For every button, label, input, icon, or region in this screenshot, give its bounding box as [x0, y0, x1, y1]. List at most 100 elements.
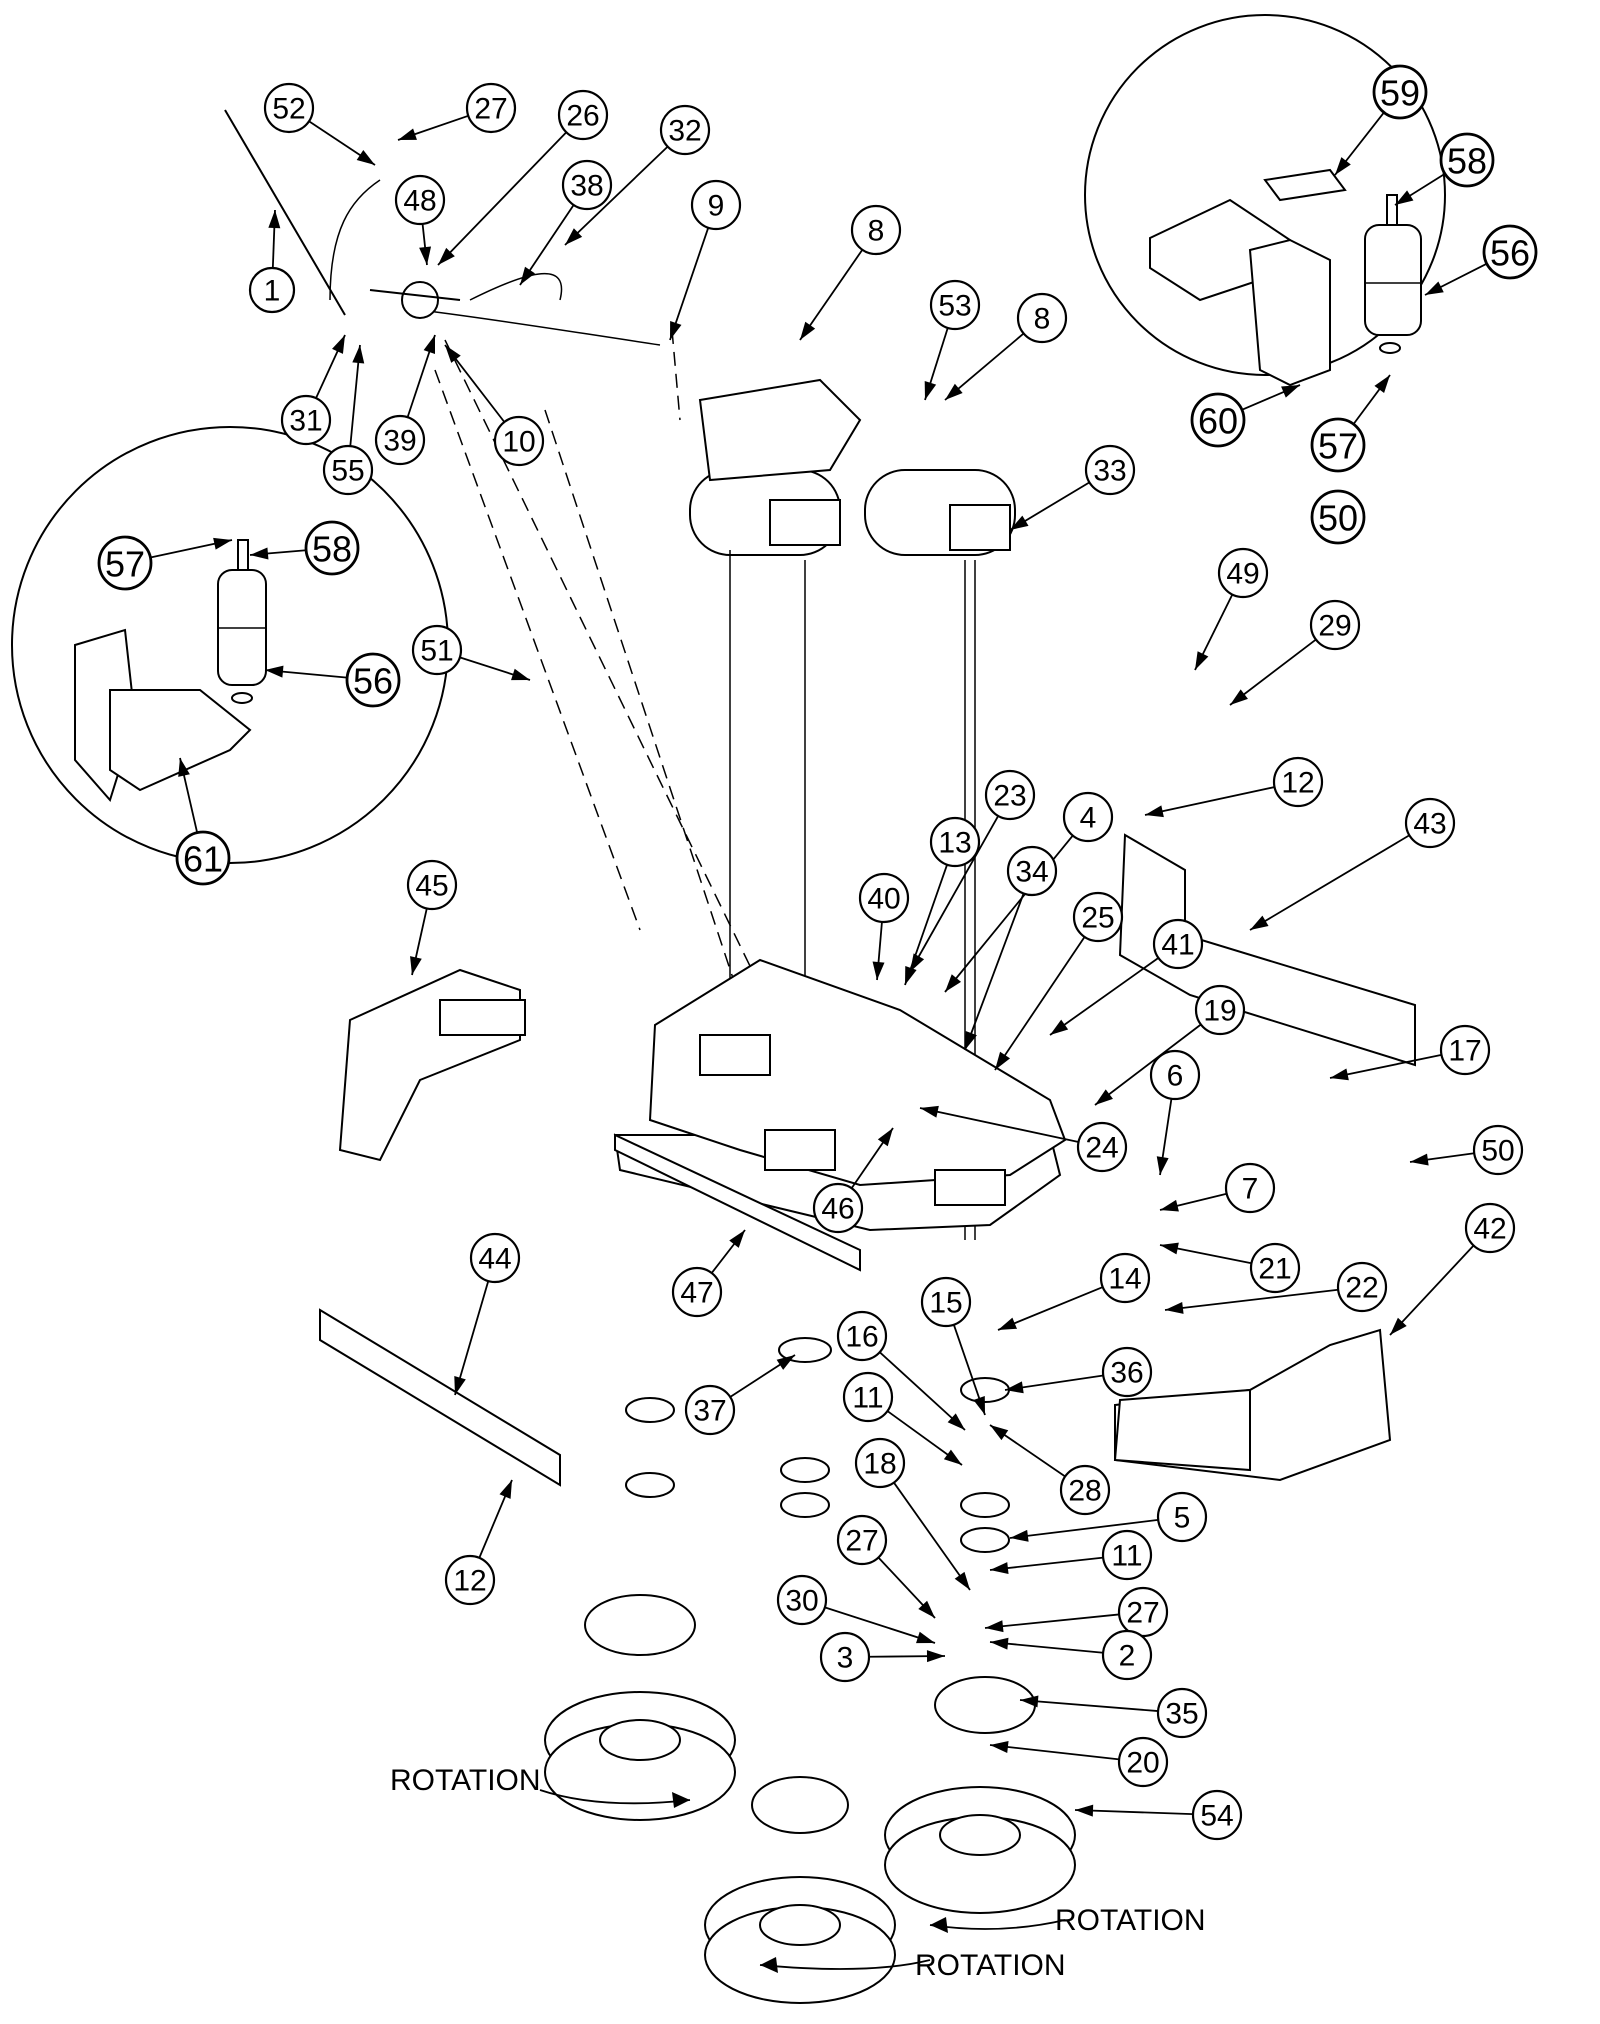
leader-line-27	[984, 1613, 1120, 1629]
leader-line-11	[989, 1556, 1104, 1571]
callout-circle	[1217, 547, 1269, 599]
callout-number: 6	[1167, 1060, 1184, 1093]
detail-circle-right	[1084, 14, 1446, 376]
callout-35: 35	[1156, 1687, 1208, 1739]
leader-arrowhead-15	[973, 1396, 985, 1415]
leader-arrowhead-1	[268, 210, 281, 229]
leader-arrowhead-57	[213, 537, 232, 550]
callout-circle	[175, 830, 231, 886]
callout-circle	[690, 179, 742, 231]
callout-circle	[1156, 1491, 1208, 1543]
callout-15: 15	[920, 1276, 972, 1328]
leader-line-22	[1164, 1288, 1339, 1311]
callout-number: 57	[105, 544, 145, 585]
callout-circle	[561, 159, 613, 211]
leader-line-5	[1009, 1519, 1159, 1539]
leader-arrowhead-11	[990, 1562, 1009, 1575]
leader-line-41	[1049, 957, 1159, 1036]
leader-arrowhead-39	[423, 335, 435, 354]
callout-number: 58	[312, 529, 352, 570]
callout-58: 58	[1439, 132, 1495, 188]
callout-number: 23	[993, 780, 1026, 813]
callout-18: 18	[854, 1437, 906, 1489]
callout-number: 53	[938, 290, 971, 323]
callout-44: 44	[469, 1232, 521, 1284]
callout-number: 31	[289, 405, 322, 438]
callout-circle	[1190, 392, 1246, 448]
callout-number: 47	[680, 1277, 713, 1310]
leader-arrowhead-43	[1250, 915, 1269, 930]
callout-22: 22	[1336, 1261, 1388, 1313]
callout-33: 33	[1084, 444, 1136, 496]
callout-12: 12	[444, 1554, 496, 1606]
callout-number: 44	[478, 1243, 511, 1276]
callout-8: 8	[850, 204, 902, 256]
front-baffle-left	[319, 1308, 561, 1487]
leader-line-43	[1249, 834, 1410, 931]
callout-number: 52	[272, 93, 305, 126]
callout-number: 61	[183, 839, 223, 880]
callout-43: 43	[1404, 797, 1456, 849]
leader-arrowhead-21	[1160, 1242, 1179, 1255]
leader-arrowhead-25	[995, 1051, 1011, 1070]
callout-number: 36	[1110, 1357, 1143, 1390]
leader-arrowhead-13	[905, 966, 917, 985]
dash-line-3	[671, 329, 681, 421]
callout-circle	[411, 624, 463, 676]
leader-arrowhead-9	[670, 321, 682, 340]
callout-circle	[850, 204, 902, 256]
callout-25: 25	[1072, 891, 1124, 943]
callout-circle	[493, 415, 545, 467]
leader-line-44	[454, 1280, 490, 1396]
leader-arrowhead-33	[1010, 515, 1029, 530]
callout-number: 49	[1226, 558, 1259, 591]
leader-arrowhead-7	[1160, 1199, 1179, 1212]
callout-circle	[345, 652, 401, 708]
leader-line-26	[437, 131, 567, 266]
leader-arrowhead-52	[356, 150, 375, 165]
callout-59: 59	[1372, 64, 1428, 120]
leader-arrowhead-48	[419, 246, 432, 265]
callout-number: 28	[1068, 1475, 1101, 1508]
callout-circle	[1310, 489, 1366, 545]
callout-17: 17	[1439, 1024, 1491, 1076]
leader-lines	[150, 111, 1488, 1817]
callout-number: 55	[331, 455, 364, 488]
callout-37: 37	[684, 1384, 736, 1436]
callout-number: 7	[1242, 1173, 1259, 1206]
callout-56: 56	[1482, 224, 1538, 280]
callout-circle	[469, 1232, 521, 1284]
leader-line-13	[904, 864, 948, 986]
callout-number: 57	[1318, 426, 1358, 467]
callout-11: 11	[1101, 1529, 1153, 1581]
callout-number: 1	[264, 275, 281, 308]
leader-line-12	[1144, 786, 1275, 816]
leader-arrowhead-56	[1425, 281, 1444, 295]
callout-16: 16	[836, 1310, 888, 1362]
callout-number: 11	[1111, 1540, 1142, 1573]
leader-arrowhead-10	[445, 345, 461, 363]
callout-number: 27	[474, 93, 507, 126]
callout-61: 61	[175, 830, 231, 886]
callout-circle	[1006, 845, 1058, 897]
callout-29: 29	[1309, 599, 1361, 651]
callout-circle	[557, 89, 609, 141]
leader-arrowhead-59	[1335, 157, 1351, 175]
dash-line-1	[444, 339, 826, 1121]
callout-circle	[836, 1310, 888, 1362]
callout-24: 24	[1076, 1121, 1128, 1173]
callout-54: 54	[1191, 1789, 1243, 1841]
callout-39: 39	[374, 414, 426, 466]
callout-32: 32	[659, 104, 711, 156]
callout-circle	[819, 1631, 871, 1683]
leader-line-8	[799, 249, 864, 341]
callout-circle	[1062, 791, 1114, 843]
callout-number: 33	[1093, 455, 1126, 488]
leader-arrowhead-53	[924, 381, 937, 400]
leader-arrowhead-35	[1020, 1695, 1039, 1708]
callout-number: 50	[1318, 498, 1358, 539]
leader-arrowhead-6	[1156, 1156, 1169, 1175]
leader-arrowhead-19	[1095, 1089, 1113, 1105]
callout-number: 37	[693, 1395, 726, 1428]
